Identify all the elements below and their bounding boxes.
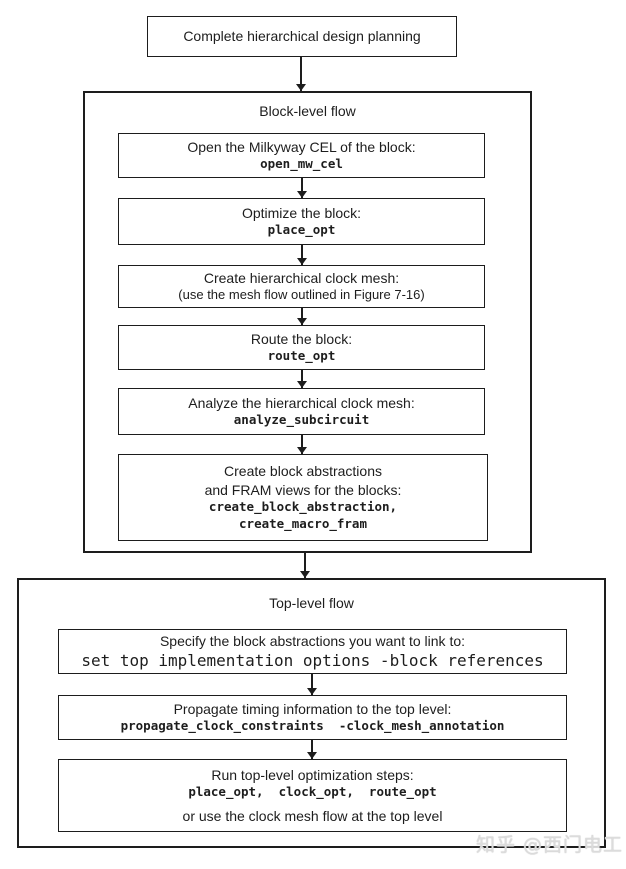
flow-arrow bbox=[301, 370, 303, 388]
step-desc: Create block abstractions bbox=[224, 463, 382, 480]
watermark: 知乎 @西门电工 bbox=[475, 834, 623, 856]
flow-arrow bbox=[301, 245, 303, 265]
flow-step-propagate-constraints: Propagate timing information to the top … bbox=[58, 695, 567, 740]
flow-arrow bbox=[301, 308, 303, 325]
step-desc: Route the block: bbox=[250, 330, 353, 347]
flow-arrow bbox=[311, 674, 313, 695]
step-desc: Run top-level optimization steps: bbox=[211, 766, 414, 783]
step-note: (use the mesh flow outlined in Figure 7-… bbox=[178, 287, 425, 303]
step-command: create_macro_fram bbox=[239, 515, 367, 531]
step-command: create_block_abstraction, bbox=[208, 499, 398, 515]
flow-arrow bbox=[301, 435, 303, 454]
flow-step-analyze-subcircuit: Analyze the hierarchical clock mesh: ana… bbox=[118, 388, 485, 435]
step-command: set top implementation options -block re… bbox=[81, 651, 544, 671]
flow-arrow bbox=[304, 553, 306, 578]
step-command: open_mw_cel bbox=[260, 156, 343, 172]
flow-step-clock-mesh: Create hierarchical clock mesh: (use the… bbox=[118, 265, 485, 308]
step-desc: Propagate timing information to the top … bbox=[173, 700, 452, 717]
flow-arrow bbox=[311, 740, 313, 759]
flow-step-set-top-options: Specify the block abstractions you want … bbox=[58, 629, 567, 674]
step-command: route_opt bbox=[267, 348, 336, 364]
flow-arrow bbox=[300, 57, 302, 91]
flow-step-place-opt: Optimize the block: place_opt bbox=[118, 198, 485, 245]
step-command: analyze_subcircuit bbox=[233, 412, 370, 428]
step-command: propagate_clock_constraints -clock_mesh_… bbox=[120, 718, 505, 734]
flow-step-block-abstraction: Create block abstractions and FRAM views… bbox=[118, 454, 488, 541]
step-desc: Open the Milkyway CEL of the block: bbox=[187, 138, 416, 155]
start-box: Complete hierarchical design planning bbox=[147, 16, 457, 57]
block-flow-title: Block-level flow bbox=[259, 103, 356, 119]
flow-arrow bbox=[301, 178, 303, 198]
step-note: or use the clock mesh flow at the top le… bbox=[182, 808, 443, 825]
step-desc: Create hierarchical clock mesh: bbox=[203, 269, 400, 286]
step-desc: Specify the block abstractions you want … bbox=[159, 632, 466, 649]
flow-step-open-mw-cel: Open the Milkyway CEL of the block: open… bbox=[118, 133, 485, 178]
flow-step-route-opt: Route the block: route_opt bbox=[118, 325, 485, 370]
top-flow-title: Top-level flow bbox=[269, 595, 354, 611]
start-box-label: Complete hierarchical design planning bbox=[183, 28, 421, 45]
step-desc: Analyze the hierarchical clock mesh: bbox=[188, 394, 415, 411]
step-desc: and FRAM views for the blocks: bbox=[204, 481, 402, 498]
flow-step-top-optimization: Run top-level optimization steps: place_… bbox=[58, 759, 567, 832]
step-command: place_opt bbox=[267, 222, 336, 238]
step-command: place_opt, clock_opt, route_opt bbox=[188, 784, 437, 800]
step-desc: Optimize the block: bbox=[241, 204, 362, 221]
